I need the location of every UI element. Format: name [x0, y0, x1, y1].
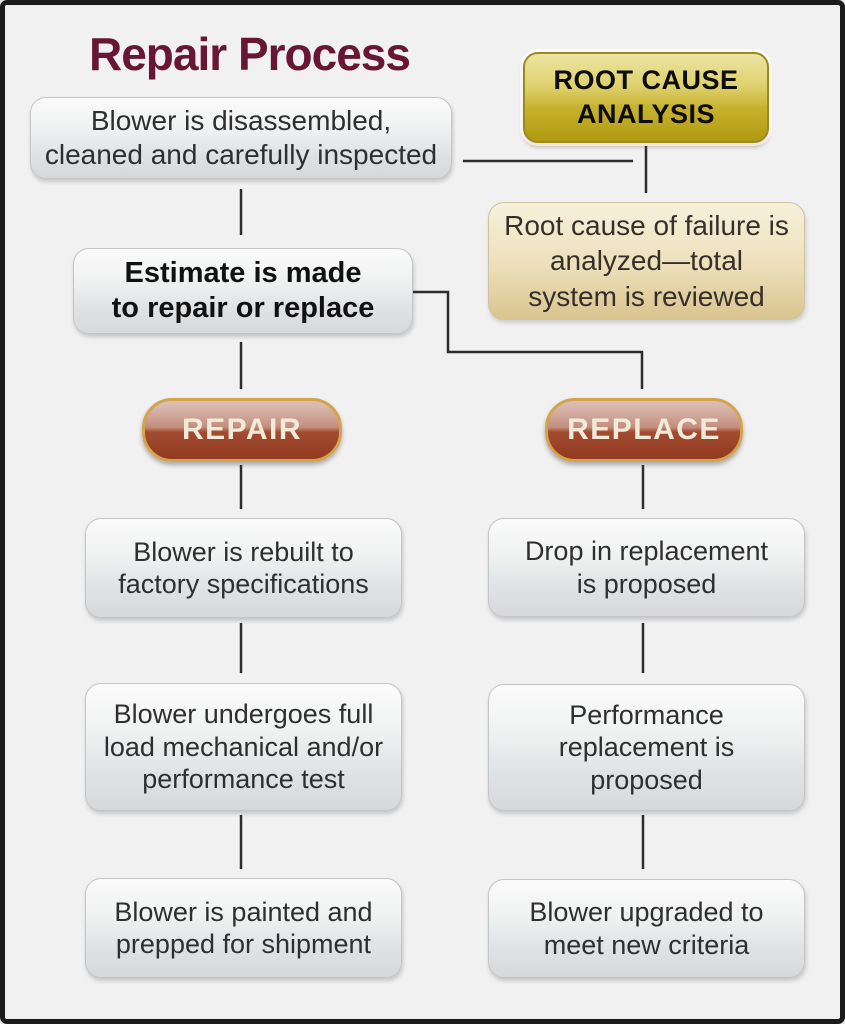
- node-performance-replacement: Performance replacement is proposed: [488, 684, 805, 811]
- node-rebuilt: Blower is rebuilt to factory specificati…: [85, 518, 402, 618]
- replace-pill: REPLACE: [545, 398, 743, 462]
- node-upgraded: Blower upgraded to meet new criteria: [488, 879, 805, 978]
- node-full-load-test: Blower undergoes full load mechanical an…: [85, 683, 402, 811]
- node-root-cause-analysis: ROOT CAUSE ANALYSIS: [523, 52, 769, 143]
- node-drop-in-replacement: Drop in replacement is proposed: [488, 518, 805, 617]
- repair-pill: REPAIR: [142, 398, 342, 462]
- page-title: Repair Process: [89, 28, 411, 80]
- node-root-cause-reviewed: Root cause of failure is analyzed—total …: [488, 202, 805, 320]
- node-painted: Blower is painted and prepped for shipme…: [85, 878, 402, 978]
- node-estimate: Estimate is made to repair or replace: [73, 248, 413, 334]
- node-blower-disassembled: Blower is disassembled, cleaned and care…: [30, 97, 452, 179]
